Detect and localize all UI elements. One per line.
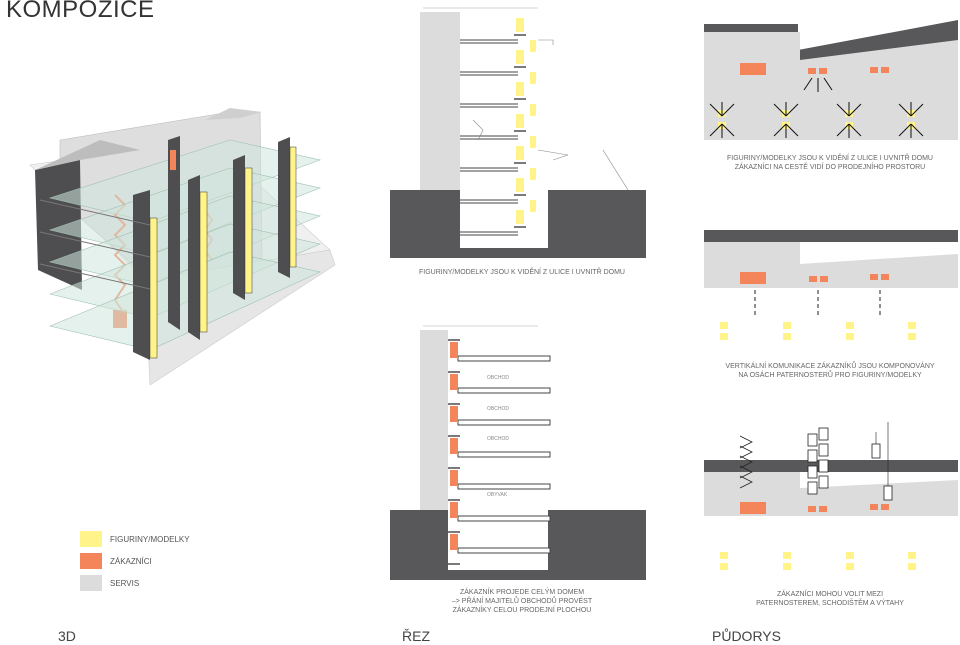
caption-line: PATERNOSTEREM, SCHODIŠTĚM A VÝTAHY [756, 600, 904, 607]
section-top-drawing [390, 7, 646, 258]
legend-swatch-grey [80, 575, 102, 591]
caption-section-top: FIGURINY/MODELKY JSOU K VIDĚNÍ Z ULICE I… [418, 269, 625, 276]
plan-middle-drawing [704, 230, 958, 350]
caption-section-bottom: ZÁKAZNÍK PROJEDE CELÝM DOMEM –> PŘÁNÍ MA… [392, 588, 652, 615]
caption-line: NA OSÁCH PATERNOSTERŮ PRO FIGURINY/MODEL… [738, 372, 922, 379]
section-bottom-drawing [390, 325, 646, 580]
figure-markers [720, 552, 916, 570]
floor-label: OBCHOD [487, 375, 509, 381]
section-label-3d: 3D [58, 628, 76, 644]
view-arrows [709, 77, 924, 138]
paternoster-columns [133, 136, 297, 360]
legend-swatch-yellow [80, 531, 102, 547]
caption-line: ZÁKAZNÍCI MOHOU VOLIT MEZI [776, 591, 884, 598]
figure-markers [720, 322, 916, 340]
plan-bottom-drawing [704, 422, 958, 580]
paternoster-axes [754, 290, 881, 316]
floor-slabs [457, 355, 551, 554]
plan-top-drawing [704, 20, 958, 145]
section-label-pudorys: PŮDORYS [712, 628, 781, 644]
floor-label: OBCHOD [487, 436, 509, 442]
staircase-symbol [739, 435, 753, 489]
legend-swatch-orange [80, 553, 102, 569]
floor-slabs [460, 39, 518, 236]
glass-floors [48, 139, 322, 351]
customer-paternoster [450, 342, 458, 550]
figure-paternoster [516, 18, 536, 224]
legend: FIGURINY/MODELKY ZÁKAZNÍCI SERVIS [80, 528, 190, 594]
caption-plan-middle: VERTIKÁLNÍ KOMUNIKACE ZÁKAZNÍKŮ JSOU KOM… [702, 362, 958, 380]
legend-item: SERVIS [80, 572, 190, 594]
legend-item: ZÁKAZNÍCI [80, 550, 190, 572]
caption-line: ZÁKAZNÍKY CELOU PRODEJNÍ PLOCHOU [452, 607, 592, 614]
legend-label: SERVIS [110, 578, 140, 588]
legend-label: ZÁKAZNÍCI [110, 556, 152, 566]
caption-line: ZÁKAZNÍK PROJEDE CELÝM DOMEM [459, 589, 585, 596]
elevator-symbols [807, 427, 893, 501]
caption-line: VERTIKÁLNÍ KOMUNIKACE ZÁKAZNÍKŮ JSOU KOM… [725, 363, 935, 370]
page-title: KOMPOZICE [6, 0, 155, 23]
legend-item: FIGURINY/MODELKY [80, 528, 190, 550]
legend-label: FIGURINY/MODELKY [110, 534, 190, 544]
section-label-rez: ŘEZ [402, 628, 430, 644]
floor-label: OBYVAK [487, 492, 508, 498]
floor-label: OBCHOD [487, 406, 509, 412]
caption-line: FIGURINY/MODELKY JSOU K VIDĚNÍ Z ULICE I… [726, 155, 933, 162]
caption-plan-bottom: ZÁKAZNÍCI MOHOU VOLIT MEZI PATERNOSTEREM… [702, 590, 958, 608]
caption-plan-top: FIGURINY/MODELKY JSOU K VIDĚNÍ Z ULICE I… [702, 154, 958, 172]
caption-line: –> PŘÁNÍ MAJITELŮ OBCHODŮ PROVÉST [451, 598, 593, 605]
axonometric-3d-view [29, 108, 336, 386]
caption-line: ZÁKAZNÍCI NA CESTĚ VIDÍ DO PRODEJNÍHO PR… [734, 164, 926, 171]
